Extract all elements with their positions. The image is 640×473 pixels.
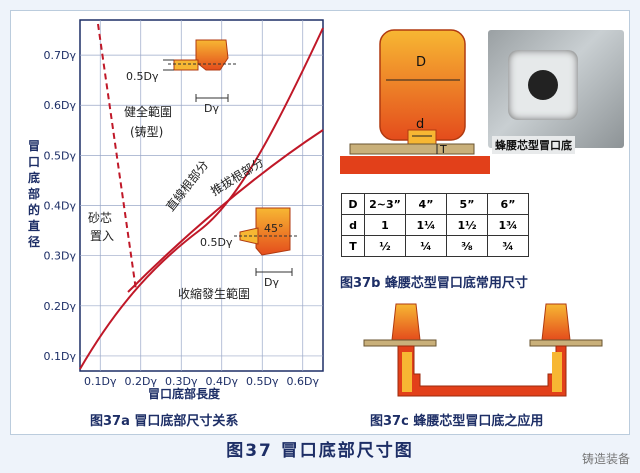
y-tick-label: 0.5Dγ (44, 149, 77, 162)
fig-a-caption: 图37a 冒口底部尺寸关系 (90, 414, 239, 429)
dimension-cell: ¼ (405, 235, 447, 257)
dimension-cell: ⅜ (446, 235, 488, 257)
x-axis-label: 冒口底部長度 (148, 386, 221, 401)
fig-b-drawing (340, 29, 490, 174)
dim-D-label: D (416, 55, 426, 70)
plot-area (79, 19, 324, 372)
d-bot-label: Dγ (264, 276, 279, 289)
y-tick-label: 0.2Dγ (44, 300, 77, 313)
shrink-range-label: 收縮發生範圍 (178, 286, 250, 301)
dim-T-label: T (439, 143, 447, 156)
photo-label: 蜂腰芯型冒口底 (492, 136, 575, 154)
x-tick-label: 0.2Dγ (125, 375, 158, 388)
half-d-bot-label: 0.5Dγ (200, 236, 233, 249)
dimension-cell: T (341, 235, 365, 257)
y-tick-label: 0.4Dγ (44, 200, 77, 213)
tapered-root-curve (127, 129, 324, 293)
x-tick-label: 0.5Dγ (246, 375, 279, 388)
fig-b-caption: 图37b 蜂腰芯型冒口底常用尺寸 (340, 276, 528, 291)
dimension-cell: D (341, 193, 365, 215)
y-axis-label: 冒口底部的直径 (28, 139, 40, 249)
dimension-cell: ¾ (487, 235, 529, 257)
fig-c-caption: 图37c 蜂腰芯型冒口底之应用 (370, 414, 544, 429)
d-top-label: Dγ (204, 102, 219, 115)
dimension-cell: 4” (405, 193, 447, 215)
dimension-cell: 2~3” (364, 193, 406, 215)
sound-riser-sketch (163, 39, 238, 102)
dimension-cell: 5” (446, 193, 488, 215)
shrink-riser-sketch (234, 207, 298, 276)
dim-d-label: d (416, 117, 424, 132)
fig-c-drawing (363, 303, 603, 397)
y-tick-label: 0.1Dγ (44, 350, 77, 363)
y-tick-label: 0.3Dγ (44, 250, 77, 263)
x-tick-label: 0.3Dγ (165, 375, 198, 388)
grid-lines (80, 20, 323, 371)
sound-range-label: 健全範圍 (124, 104, 172, 119)
dimension-cell: d (341, 214, 365, 236)
dimension-cell: 1 (364, 214, 406, 236)
x-tick-label: 0.4Dγ (206, 375, 239, 388)
x-tick-label: 0.1Dγ (84, 375, 117, 388)
y-tick-label: 0.7Dγ (44, 49, 77, 62)
watermark: 铸造装备 (581, 452, 630, 466)
y-tick-label: 0.6Dγ (44, 99, 77, 112)
dimension-cell: 1¾ (487, 214, 529, 236)
x-tick-label: 0.6Dγ (287, 375, 320, 388)
angle-label: 45° (264, 222, 284, 235)
x-tick-labels: 0.1Dγ 0.2Dγ 0.3Dγ 0.4Dγ 0.5Dγ 0.6Dγ (84, 375, 319, 388)
main-title: 图37 冒口底部尺寸图 (226, 441, 414, 461)
sand-core-label: 砂芯 (88, 211, 112, 225)
sound-cast-label: (铸型) (130, 124, 163, 139)
straight-root-curve (79, 27, 324, 370)
dimension-cell: ½ (364, 235, 406, 257)
dimension-cell: 1½ (446, 214, 488, 236)
core-photo-hole (528, 70, 558, 100)
sand-core-limit (97, 23, 137, 291)
dimension-cell: 6” (487, 193, 529, 215)
core-photo (488, 30, 624, 148)
y-tick-labels: 0.7Dγ 0.6Dγ 0.5Dγ 0.4Dγ 0.3Dγ 0.2Dγ 0.1Dγ (44, 49, 77, 363)
half-d-top-label: 0.5Dγ (126, 70, 159, 83)
dimension-cell: 1¼ (405, 214, 447, 236)
core-in-label: 置入 (90, 229, 114, 243)
